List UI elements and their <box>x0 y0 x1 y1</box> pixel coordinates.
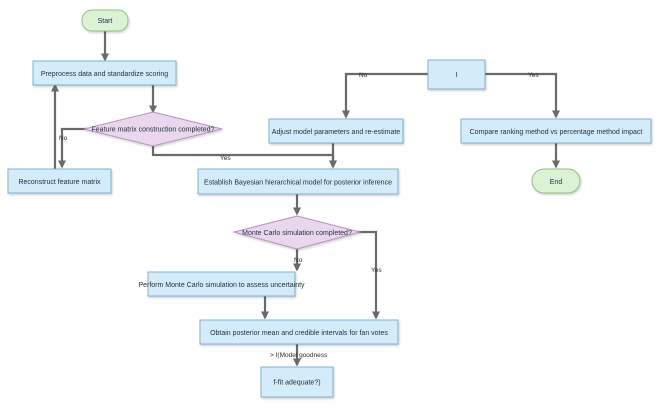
end-node: End <box>531 168 581 194</box>
edge-i-compare <box>485 72 560 119</box>
edge-label-no-mc: No <box>294 257 303 264</box>
i-label: I <box>456 72 458 79</box>
start-node: Start <box>81 9 129 32</box>
feature-check-label: Feature matrix construction completed? <box>92 127 215 134</box>
fit-check-label: f-fit adequate?) <box>273 380 320 387</box>
compare-label: Compare ranking method vs percentage met… <box>470 129 643 136</box>
mc-check-label: Monte Carlo simulation completed? <box>242 230 352 237</box>
bayesian-label: Establish Bayesian hierarchical model fo… <box>204 180 392 187</box>
reconstruct-label: Reconstruct feature matrix <box>18 179 101 186</box>
edges <box>51 31 560 367</box>
end-label: End <box>550 179 563 186</box>
edge-label-no-i: No <box>359 72 368 79</box>
start-label: Start <box>98 18 113 25</box>
edge-labels: No Yes No Yes No Yes <box>59 72 539 274</box>
edge-label-no-feature: No <box>59 135 68 142</box>
fit-check-node: f-fit adequate?) <box>260 366 334 398</box>
mc-check-node: Monte Carlo simulation completed? <box>232 215 362 250</box>
mc-perform-label: Perform Monte Carlo simulation to assess… <box>138 282 305 289</box>
posterior-label: Obtain posterior mean and credible inter… <box>210 330 388 337</box>
adjust-node: Adjust model parameters and re-estimate <box>268 118 404 144</box>
reconstruct-node: Reconstruct feature matrix <box>7 168 112 194</box>
edge-label-yes-i: Yes <box>528 72 539 79</box>
edge-label-yes-mc: Yes <box>371 267 382 274</box>
posterior-node: Obtain posterior mean and credible inter… <box>199 319 399 345</box>
model-goodness-note: > I(Model goodness <box>270 352 328 359</box>
bayesian-node: Establish Bayesian hierarchical model fo… <box>197 168 399 195</box>
edge-mccheck-posterior <box>357 230 380 320</box>
edge-featurecheck-reconstruct <box>58 127 92 169</box>
i-node: I <box>427 59 486 90</box>
mc-perform-node: Perform Monte Carlo simulation to assess… <box>138 271 305 297</box>
edge-featurecheck-bayesian <box>151 146 337 169</box>
nodes: Start Preprocess data and standardize sc… <box>7 9 652 398</box>
feature-check-node: Feature matrix construction completed? <box>83 111 223 147</box>
edge-label-yes-feature: Yes <box>220 155 231 162</box>
compare-node: Compare ranking method vs percentage met… <box>460 118 652 144</box>
edge-i-adjust <box>342 72 428 119</box>
preprocess-node: Preprocess data and standardize scoring <box>32 60 177 86</box>
preprocess-label: Preprocess data and standardize scoring <box>41 71 168 78</box>
adjust-label: Adjust model parameters and re-estimate <box>272 129 400 136</box>
